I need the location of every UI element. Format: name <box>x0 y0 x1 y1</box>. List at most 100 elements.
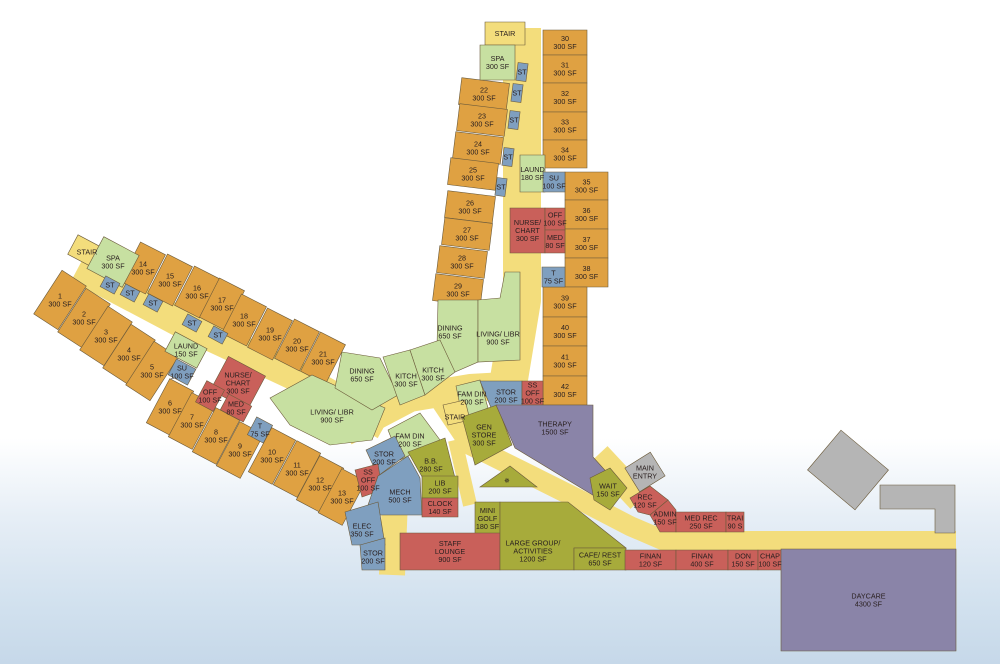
room-n_t: T75 SF <box>544 269 564 286</box>
room-label: NURSE/ <box>224 371 251 380</box>
room-shape-w_dining <box>334 351 399 411</box>
room-label: ST <box>517 68 527 77</box>
room-label: 1 <box>58 292 62 301</box>
room-label: 38 <box>583 264 591 273</box>
room-courtyard: ✵ <box>504 476 510 485</box>
room-label: 300 SF <box>210 304 234 313</box>
room-label: ST <box>496 183 506 192</box>
room-label: CLOCK <box>428 499 453 508</box>
room-label: 42 <box>561 382 569 391</box>
room-label: 300 SF <box>204 436 228 445</box>
room-label: T <box>551 269 556 278</box>
room-label: 10 <box>268 448 276 457</box>
room-label: DON <box>735 552 751 561</box>
room-w_st5: ST <box>213 331 223 340</box>
room-label: 26 <box>466 199 474 208</box>
room-shape-w_spa <box>86 236 140 288</box>
room-label: SU <box>549 174 559 183</box>
room-shape-n_stair <box>484 21 526 46</box>
room-label: 300 SF <box>94 336 118 345</box>
room-shape-w_med <box>219 393 253 423</box>
room-shape-existing2 <box>879 484 956 534</box>
room-shape-r24 <box>452 131 504 165</box>
room-label: 100 SF <box>170 372 194 381</box>
room-label: LARGE GROUP/ <box>506 539 561 548</box>
corridor-segment <box>588 446 650 509</box>
room-shape-r16 <box>174 265 220 319</box>
room-label: CHAP <box>760 552 780 561</box>
room-label: CHART <box>226 379 251 388</box>
room-label: 30 <box>561 34 569 43</box>
room-label: LAUND <box>520 165 544 174</box>
room-label: 300 SF <box>308 484 332 493</box>
room-label: 300 SF <box>553 97 577 106</box>
room-label: 300 SF <box>553 154 577 163</box>
room-label: 300 SF <box>470 120 494 129</box>
room-label: 100 SF <box>543 219 567 228</box>
room-label: ST <box>503 153 513 162</box>
room-label: 7 <box>190 413 194 422</box>
room-shape-clock <box>421 497 459 518</box>
room-w_st3: ST <box>148 299 158 308</box>
room-shape-w_st1 <box>99 275 121 295</box>
room-label: 300 SF <box>486 62 510 71</box>
room-label: MED <box>547 233 563 242</box>
room-shape-r27 <box>441 217 493 251</box>
room-shape-w_laund <box>164 331 208 369</box>
room-label: 100 SF <box>758 560 782 569</box>
room-label: 6 <box>168 399 172 408</box>
room-label: GOLF <box>478 514 498 523</box>
room-shape-w_st4 <box>181 313 203 333</box>
room-label: ADMIN <box>653 510 676 519</box>
room-n_st4: ST <box>503 153 513 162</box>
room-label: REC <box>637 493 652 502</box>
room-label: 180 SF <box>476 522 500 531</box>
room-shape-daycare <box>780 548 957 652</box>
room-label: 300 SF <box>421 374 445 383</box>
room-label: MAIN <box>636 464 654 473</box>
room-label: ELEC <box>353 522 372 531</box>
room-shape-r10 <box>247 427 297 485</box>
room-label: DINING <box>349 367 375 376</box>
room-label: 11 <box>293 461 300 470</box>
room-label: 300 SF <box>228 450 252 459</box>
room-label: SPA <box>106 254 120 263</box>
room-label: 37 <box>583 235 591 244</box>
room-shape-wait <box>589 467 628 511</box>
room-label: 36 <box>583 206 591 215</box>
room-label: 100 SF <box>356 484 380 493</box>
room-label: 300 SF <box>575 186 599 195</box>
room-label: 300 SF <box>553 126 577 135</box>
room-label: KITCH <box>422 366 444 375</box>
room-label: ST <box>105 281 115 290</box>
room-label: 300 SF <box>472 439 496 448</box>
room-label: 23 <box>478 112 486 121</box>
room-label: 300 SF <box>117 354 141 363</box>
room-shape-w_st2 <box>119 283 141 303</box>
room-shape-r18 <box>221 293 267 347</box>
room-label: 180 SF <box>521 173 545 182</box>
room-label: 4 <box>127 346 131 355</box>
